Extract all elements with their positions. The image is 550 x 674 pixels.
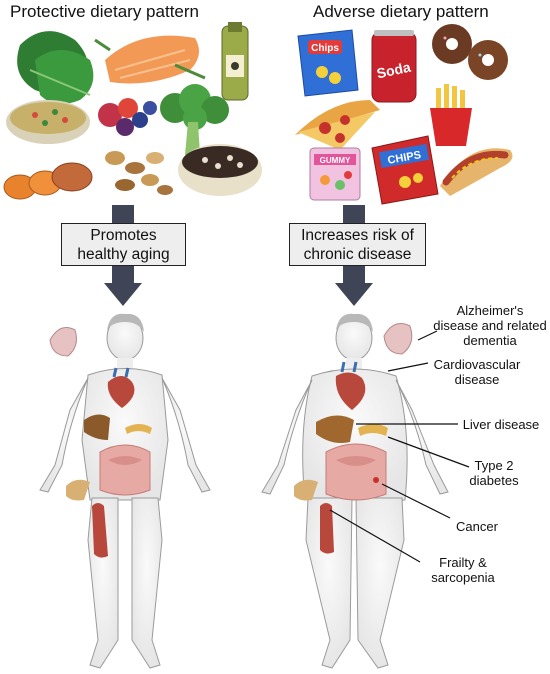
promotes-healthy-aging-box: Promotes healthy aging	[61, 223, 186, 266]
broccoli-icon	[160, 84, 229, 155]
outcome-liver: Liver disease	[458, 417, 544, 432]
gummy-bag-icon: GUMMY	[309, 147, 361, 201]
chips-large-label: CHIPS	[387, 149, 422, 167]
hot-dog-icon	[440, 148, 513, 196]
donuts-icon	[432, 24, 508, 80]
outcome-frailty-line-1: Frailty &	[439, 555, 487, 570]
outcome-cardiovascular-line-1: Cardiovascular	[433, 357, 521, 372]
gummy-label: GUMMY	[320, 156, 351, 165]
beans-bowl-icon	[178, 144, 262, 196]
chips-bag-small-icon: Chips	[297, 29, 359, 97]
olive-oil-icon	[221, 22, 249, 101]
outcome-cardiovascular-line-2: disease	[454, 372, 500, 387]
outcome-cardiovascular: Cardiovascular disease	[425, 357, 529, 387]
increases-chronic-disease-box: Increases risk of chronic disease	[289, 223, 426, 266]
pizza-slice-icon	[295, 100, 380, 150]
outcome-cancer: Cancer	[452, 519, 502, 534]
leader-diabetes	[387, 436, 470, 468]
healthy-body-figure	[39, 313, 211, 669]
unhealthy-body-figure	[261, 313, 449, 669]
outcome-alzheimers-line-3: dementia	[463, 333, 517, 348]
sweet-potato-icon	[3, 162, 93, 200]
leader-cancer	[381, 483, 451, 519]
soda-label: Soda	[375, 59, 412, 82]
protective-pattern-title: Protective dietary pattern	[10, 2, 199, 21]
outcome-frailty-line-2: sarcopenia	[431, 570, 495, 585]
adverse-pattern-title: Adverse dietary pattern	[313, 2, 489, 21]
leader-cardiovascular	[387, 362, 429, 372]
chips-bag-large-icon: CHIPS	[371, 135, 439, 205]
outcome-frailty: Frailty & sarcopenia	[423, 555, 503, 585]
outcome-diabetes: Type 2 diabetes	[466, 458, 522, 488]
fries-icon	[430, 84, 472, 146]
nuts-icon	[105, 151, 173, 195]
outcome-diabetes-line-1: Type 2	[474, 458, 514, 473]
leader-alzheimers	[417, 330, 438, 341]
leader-frailty	[329, 509, 421, 563]
grain-salad-icon	[6, 100, 90, 144]
outcome-alzheimers-line-2: disease and related	[433, 318, 547, 333]
outcome-liver-line-1: Liver disease	[462, 417, 540, 432]
salmon-icon	[94, 35, 206, 84]
outcome-cancer-line-1: Cancer	[456, 519, 498, 534]
outcome-diabetes-line-2: diabetes	[469, 473, 519, 488]
berries-icon	[98, 98, 157, 136]
outcome-alzheimers: Alzheimer's disease and related dementia	[432, 303, 548, 348]
chips-small-label: Chips	[311, 43, 339, 54]
outcome-alzheimers-line-1: Alzheimer's	[456, 303, 524, 318]
soda-can-icon: Soda	[371, 30, 417, 103]
outcome-leader-lines	[329, 330, 470, 563]
spinach-icon	[17, 31, 94, 104]
